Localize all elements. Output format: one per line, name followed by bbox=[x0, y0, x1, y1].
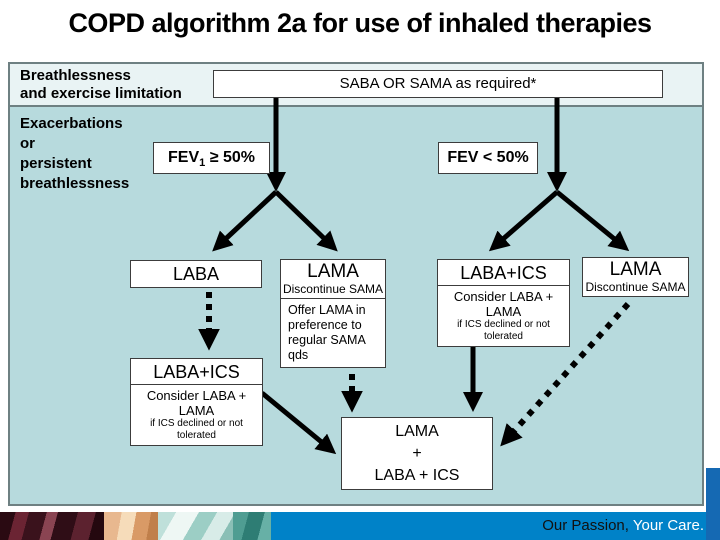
tagline-our-passion: Our Passion, bbox=[542, 517, 629, 534]
tagline-your-care: Your Care. bbox=[632, 517, 704, 534]
laba-ics-right-title: LABA+ICS bbox=[437, 259, 570, 286]
footer-photo-2 bbox=[104, 512, 158, 540]
fev-high-box: FEV1 ≥ 50% bbox=[153, 142, 270, 174]
laba-ics-right-box: LABA+ICS Consider LABA + LAMA if ICS dec… bbox=[437, 259, 570, 347]
lama-left-title: LAMA bbox=[307, 261, 359, 282]
triple-therapy-line2: + bbox=[412, 445, 422, 462]
lama-right-box: LAMA Discontinue SAMA bbox=[582, 257, 689, 297]
lama-right-main: LAMA Discontinue SAMA bbox=[582, 257, 689, 297]
lama-left-note: Discontinue SAMA bbox=[282, 282, 384, 296]
exacerbations-label-line3: persistent bbox=[20, 155, 92, 172]
laba-ics-left-condition: if ICS declined or not tolerated bbox=[150, 418, 243, 441]
accent-bar bbox=[706, 468, 720, 540]
exacerbations-label-line1: Exacerbations bbox=[20, 115, 123, 132]
triple-therapy-line1: LAMA bbox=[395, 423, 439, 440]
exacerbations-label: Exacerbations or persistent breathlessne… bbox=[20, 114, 129, 194]
footer-tagline-bar: Our Passion, Your Care. bbox=[271, 512, 720, 540]
triple-therapy-line3: LABA + ICS bbox=[374, 467, 460, 484]
lama-left-detail-line1: Offer LAMA in bbox=[288, 303, 366, 317]
laba-box: LABA bbox=[130, 260, 262, 288]
fev-low-box: FEV < 50% bbox=[438, 142, 538, 174]
lama-right-note: Discontinue SAMA bbox=[585, 280, 686, 294]
laba-ics-left-title: LABA+ICS bbox=[130, 358, 263, 385]
triple-therapy-box: LAMA + LABA + ICS bbox=[341, 417, 493, 490]
exacerbations-label-line4: breathlessness bbox=[20, 175, 130, 192]
exacerbations-label-line2: or bbox=[20, 135, 35, 152]
laba-ics-right-sub: Consider LABA + LAMA if ICS declined or … bbox=[437, 286, 570, 347]
saba-sama-box: SABA OR SAMA as required* bbox=[213, 70, 663, 98]
laba-ics-right-consider: Consider LABA + LAMA bbox=[453, 289, 554, 319]
footer-photo-4 bbox=[233, 512, 271, 540]
laba-ics-left-box: LABA+ICS Consider LABA + LAMA if ICS dec… bbox=[130, 358, 263, 446]
footer-photo-1 bbox=[0, 512, 104, 540]
lama-left-detail-line3: regular SAMA qds bbox=[288, 333, 366, 362]
breathlessness-label-line1: Breathlessness bbox=[20, 67, 131, 84]
page-title: COPD algorithm 2a for use of inhaled the… bbox=[68, 8, 652, 38]
footer-photo-3 bbox=[158, 512, 233, 540]
lama-left-detail-line2: preference to bbox=[288, 318, 362, 332]
lama-left-detail: Offer LAMA in preference to regular SAMA… bbox=[280, 299, 386, 368]
laba-ics-right-condition: if ICS declined or not tolerated bbox=[457, 319, 550, 342]
fev-high-condition: ≥ 50% bbox=[205, 149, 255, 166]
lama-right-title: LAMA bbox=[609, 259, 662, 280]
fev-high-base: FEV bbox=[168, 149, 200, 166]
lama-left-box: LAMA Discontinue SAMA Offer LAMA in pref… bbox=[280, 259, 386, 368]
laba-ics-left-consider: Consider LABA + LAMA bbox=[146, 388, 247, 418]
lama-left-main: LAMA Discontinue SAMA bbox=[280, 259, 386, 299]
breathlessness-label-line2: and exercise limitation bbox=[20, 85, 182, 102]
fev-high-subscript: 1 bbox=[199, 157, 206, 170]
laba-ics-left-sub: Consider LABA + LAMA if ICS declined or … bbox=[130, 385, 263, 446]
breathlessness-label: Breathlessness and exercise limitation bbox=[20, 67, 182, 103]
